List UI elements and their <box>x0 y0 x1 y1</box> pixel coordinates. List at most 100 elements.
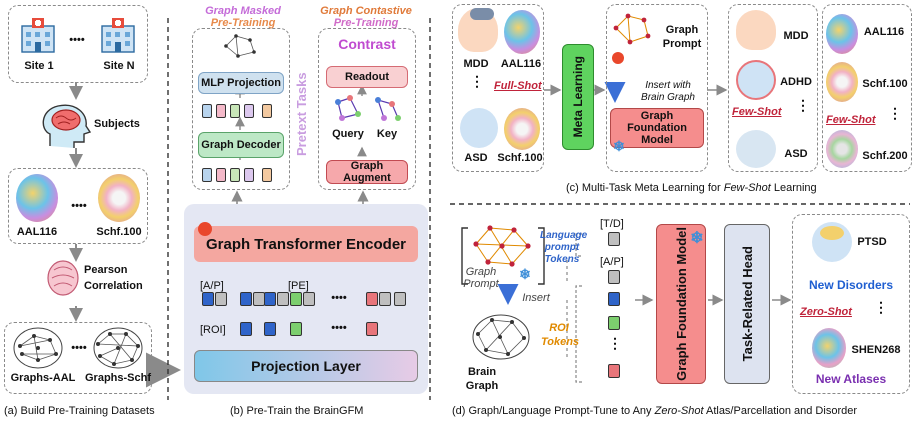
token-ap <box>202 292 214 306</box>
token <box>202 104 212 118</box>
graph-augment-block: Graph Augment <box>326 160 408 184</box>
ptsd-label: PTSD <box>857 236 887 248</box>
token <box>379 292 391 306</box>
schf100-brain-icon <box>504 108 540 150</box>
brain-graph-schf-icon <box>92 326 144 370</box>
subjects-label: Subjects <box>94 118 140 130</box>
out-asd-label: ASD <box>784 148 808 160</box>
readout-block: Readout <box>326 66 408 88</box>
fire-icon <box>612 52 624 64</box>
gfm-meta-box <box>606 4 708 172</box>
query-label: Query <box>332 128 364 140</box>
token <box>244 168 254 182</box>
token <box>216 168 226 182</box>
caption-c: (c) Multi-Task Meta Learning for Few-Sho… <box>566 182 817 194</box>
schf100-label-c: Schf.100 <box>497 152 543 164</box>
encoder-label: Graph Transformer Encoder <box>205 235 407 253</box>
brain-graph-aal-icon <box>12 326 64 370</box>
shen268-brain-icon <box>812 328 846 368</box>
asd-label: ASD <box>464 152 488 164</box>
insert-label-2: Brain Graph <box>641 92 695 103</box>
graph-decoder-block: Graph Decoder <box>198 132 284 158</box>
roi-label-1: ROI <box>549 322 569 334</box>
readout-label: Readout <box>345 71 389 83</box>
contrastive-pretraining-box <box>318 28 416 190</box>
meta-learning-block: Meta Learning <box>562 44 594 150</box>
caption-d: (d) Graph/Language Prompt-Tune to Any Ze… <box>452 405 857 417</box>
roi-token <box>608 316 620 330</box>
lang-label-3: Tokens <box>544 254 580 265</box>
graph-prompt-icon <box>470 222 534 270</box>
cloud-icon <box>470 8 494 20</box>
snowflake-icon: ❄ <box>613 138 625 154</box>
insert-label-d: Insert <box>522 292 550 304</box>
ap-token-label-d: [A/P] <box>600 256 624 268</box>
pe-token-label: [PE] <box>288 280 309 292</box>
task-related-head: Task-Related Head <box>724 224 770 384</box>
head-label: Task-Related Head <box>739 246 755 362</box>
token <box>264 322 276 336</box>
token <box>262 104 272 118</box>
contrast-label: Contrast <box>338 36 396 52</box>
token <box>230 104 240 118</box>
fewshot-disorders-box <box>728 4 818 172</box>
vertical-dots: ⋮ <box>796 97 810 113</box>
gcp-title-1: Graph Contastive <box>320 5 412 17</box>
projection-layer: Projection Layer <box>194 350 418 382</box>
new-atlases-label: New Atlases <box>815 372 887 386</box>
adhd-head-icon <box>736 60 776 100</box>
aal116-brain-icon <box>826 14 858 54</box>
aal116-brain-icon <box>504 10 540 54</box>
token <box>290 322 302 336</box>
roi-dots: •••• <box>331 322 347 334</box>
brain-graph-label-1: Brain <box>467 366 497 378</box>
caption-b: (b) Pre-Train the BrainGFM <box>230 405 364 417</box>
token <box>240 292 252 306</box>
asd-head-icon <box>460 108 498 148</box>
gfm-label-1: Graph Foundation <box>627 110 687 134</box>
new-disorders-label: New Disorders <box>808 278 894 292</box>
roi-token-label: [ROI] <box>200 324 226 336</box>
fewshot-atlases-box <box>822 4 912 172</box>
graph-foundation-model-d: Graph Foundation Model <box>656 224 706 384</box>
vertical-dots: ⋮ <box>874 299 888 315</box>
gmp-title-1: Graph Masked <box>205 5 281 17</box>
token <box>216 104 226 118</box>
graph-prompt-label-d2: Prompt <box>463 278 499 290</box>
graphs-aal-label: Graphs-AAL <box>10 372 76 384</box>
gfm-label-2: Model <box>641 134 673 146</box>
token <box>366 292 378 306</box>
out-aal116-label: AAL116 <box>863 26 905 38</box>
token <box>262 168 272 182</box>
zero-shot-label: Zero-Shot <box>800 306 852 318</box>
td-token-label: [T/D] <box>600 218 624 230</box>
graph-prompt-label-d1: Graph <box>465 266 497 278</box>
caption-a: (a) Build Pre-Training Datasets <box>4 405 155 417</box>
mlp-projection-block: MLP Projection <box>198 72 284 94</box>
token <box>303 292 315 306</box>
brain-graph-label-2: Graph <box>465 380 499 392</box>
snowflake-icon: ❄ <box>690 230 704 247</box>
insert-label-1: Insert with <box>645 80 691 91</box>
full-shot-label: Full-Shot <box>494 80 542 92</box>
gmp-title-2: Pre-Training <box>210 17 276 29</box>
token <box>290 292 302 306</box>
correlation-label: Correlation <box>84 280 143 292</box>
few-shot-label-2: Few-Shot <box>826 114 876 126</box>
graph-prompt-label-1: Graph <box>665 24 699 36</box>
graphs-box <box>4 322 152 394</box>
schf100-label: Schf.100 <box>96 226 142 238</box>
correlation-brain-icon <box>46 258 80 298</box>
sites-box <box>8 5 148 83</box>
token <box>230 168 240 182</box>
mdd-head-icon <box>736 10 776 50</box>
token <box>202 168 212 182</box>
site-1-label: Site 1 <box>24 60 54 72</box>
aal116-label: AAL116 <box>16 226 58 238</box>
ap-token-label: [A/P] <box>200 280 224 292</box>
ap-token <box>608 270 620 284</box>
token <box>394 292 406 306</box>
td-token <box>608 232 620 246</box>
graphs-schf-label: Graphs-Schf <box>84 372 151 384</box>
